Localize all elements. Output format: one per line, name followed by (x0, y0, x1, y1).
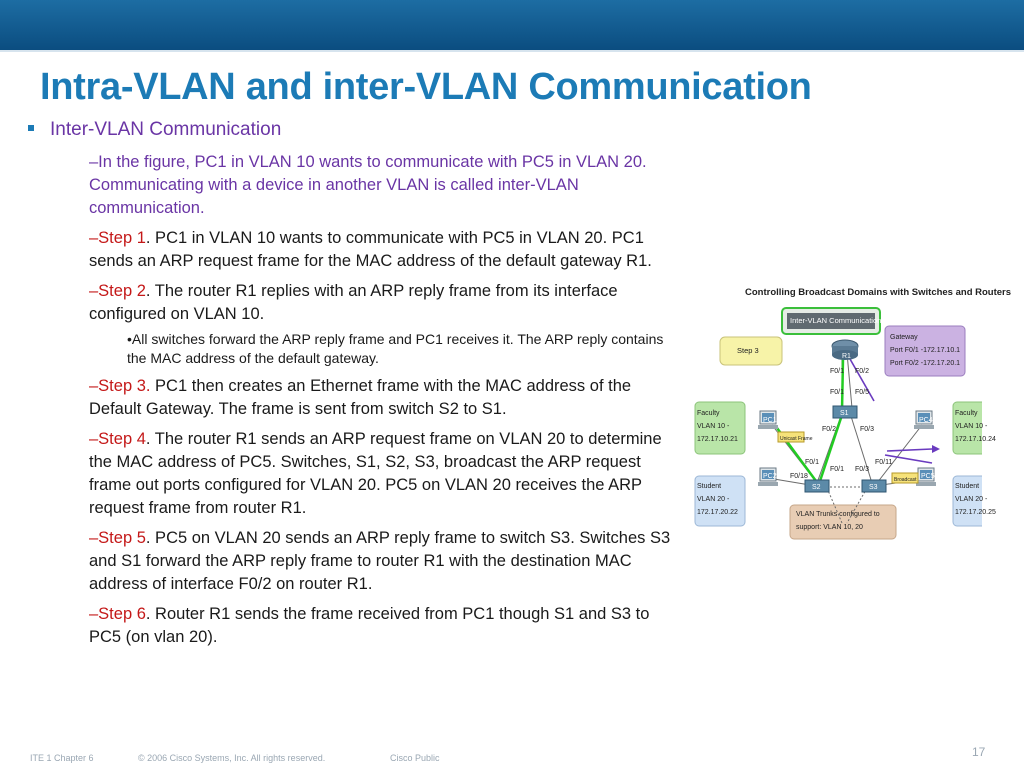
footer-course: ITE 1 Chapter 6 (30, 753, 94, 763)
s1-label: S1 (840, 410, 849, 417)
step-3: –Step 3. PC1 then creates an Ethernet fr… (89, 375, 679, 421)
s2-port-f018: F0/18 (790, 473, 808, 480)
main-bullet: Inter-VLAN Communication (28, 119, 281, 141)
step-5: –Step 5. PC5 on VLAN 20 sends an ARP rep… (89, 527, 679, 596)
step-text: . The router R1 sends an ARP request fra… (89, 430, 662, 517)
student-left-box (694, 475, 746, 527)
student-right-title: Student (955, 483, 980, 490)
step-2-subpoint: •All switches forward the ARP reply fram… (127, 331, 664, 366)
faculty-right-title: Faculty (955, 410, 978, 417)
step-text: . Router R1 sends the frame received fro… (89, 605, 650, 646)
s3-port-f03: F0/3 (855, 466, 870, 473)
step-label: –Step 5 (89, 529, 146, 547)
step-2: –Step 2. The router R1 replies with an A… (89, 280, 679, 326)
pc4-label: PC4 (919, 417, 933, 424)
s1-port-f02: F0/2 (822, 426, 837, 433)
s3-label: S3 (869, 484, 878, 491)
network-diagram (692, 283, 982, 543)
faculty-right-ip: 172.17.10.24 (955, 436, 996, 443)
student-left-title: Student (697, 483, 722, 490)
intro-paragraph: –In the figure, PC1 in VLAN 10 wants to … (89, 153, 647, 217)
step-text: . PC5 on VLAN 20 sends an ARP reply fram… (89, 529, 671, 593)
pc2-label: PC2 (763, 473, 777, 480)
page-number: 17 (972, 745, 986, 759)
step-6: –Step 6. Router R1 sends the frame recei… (89, 603, 679, 649)
banner-label: Inter-VLAN Communication (790, 316, 882, 325)
student-left-vlan: VLAN 20 - (697, 496, 730, 503)
faculty-left-box (694, 401, 746, 455)
r1-port-f02: F0/2 (855, 368, 870, 375)
step-label: –Step 2 (89, 282, 146, 300)
student-left-ip: 172.17.20.22 (697, 509, 738, 516)
step-label: –Step 4 (89, 430, 146, 448)
pc5 (916, 467, 936, 486)
footer-copyright: © 2006 Cisco Systems, Inc. All rights re… (138, 753, 326, 763)
broadcast-frame-envelope (891, 472, 919, 484)
gateway-box (884, 325, 966, 377)
switch-s1 (832, 405, 858, 419)
student-right-ip: 172.17.20.25 (955, 509, 996, 516)
faculty-left-ip: 172.17.10.21 (697, 436, 738, 443)
trunk-box (789, 504, 897, 540)
step-4: –Step 4. The router R1 sends an ARP requ… (89, 428, 679, 520)
switch-s2 (804, 479, 830, 493)
square-bullet-icon (28, 124, 34, 131)
trunk-line1: VLAN Trunks configured to (796, 511, 880, 518)
s1-port-f01: F0/1 (830, 389, 845, 396)
footer-classification: Cisco Public (390, 753, 440, 763)
step-text: . PC1 in VLAN 10 wants to communicate wi… (89, 229, 652, 270)
s3-port-f011: F0/11 (875, 459, 893, 466)
step-label-figure: Step 3 (737, 346, 759, 355)
faculty-right-box (952, 401, 982, 455)
bullet-text: Inter-VLAN Communication (50, 119, 282, 140)
figure-title: Controlling Broadcast Domains with Switc… (745, 287, 1012, 298)
faculty-left-vlan: VLAN 10 - (697, 423, 730, 430)
step-text: PC1 then creates an Ethernet frame with … (89, 377, 632, 418)
slide-body: –In the figure, PC1 in VLAN 10 wants to … (89, 151, 679, 656)
s2-port-f01: F0/1 (805, 459, 820, 466)
s3-port-f01: F0/1 (830, 466, 845, 473)
gateway-port2: Port F0/2 -172.17.20.1 (890, 360, 961, 367)
gateway-port1: Port F0/1 -172.17.10.1 (890, 347, 961, 354)
pc1 (758, 410, 778, 429)
s1-port-f03: F0/3 (860, 426, 875, 433)
header-divider (0, 50, 1024, 52)
pc1-label: PC1 (763, 417, 777, 424)
step-label: –Step 3. (89, 377, 151, 395)
switch-s3 (861, 479, 887, 493)
pc5-label: PC5 (921, 473, 935, 480)
header-bar (0, 0, 1024, 50)
broadcast-frame-label: Broadcast (894, 477, 917, 483)
r1-port-f01: F0/1 (830, 368, 845, 375)
step-1: –Step 1. PC1 in VLAN 10 wants to communi… (89, 227, 679, 273)
pc4 (914, 410, 934, 429)
step-box (719, 336, 783, 366)
faculty-right-vlan: VLAN 10 - (955, 423, 988, 430)
faculty-left-title: Faculty (697, 410, 720, 417)
s2-label: S2 (812, 484, 821, 491)
unicast-frame-envelope (777, 431, 805, 443)
step-label: –Step 1 (89, 229, 146, 247)
step-label: –Step 6 (89, 605, 146, 623)
s1-port-f05: F0/5 (855, 389, 870, 396)
banner-fill (787, 313, 875, 329)
slide-title: Intra-VLAN and inter-VLAN Communication (40, 66, 812, 108)
pc2 (758, 467, 778, 486)
step-text: . The router R1 replies with an ARP repl… (89, 282, 618, 323)
trunk-line2: support: VLAN 10, 20 (796, 524, 863, 531)
unicast-frame-label: Unicast Frame (780, 436, 813, 442)
network-diagram-graphics (694, 307, 982, 540)
gateway-title: Gateway (890, 334, 918, 341)
student-right-box (952, 475, 982, 527)
student-right-vlan: VLAN 20 - (955, 496, 988, 503)
r1-label: R1 (842, 353, 851, 360)
